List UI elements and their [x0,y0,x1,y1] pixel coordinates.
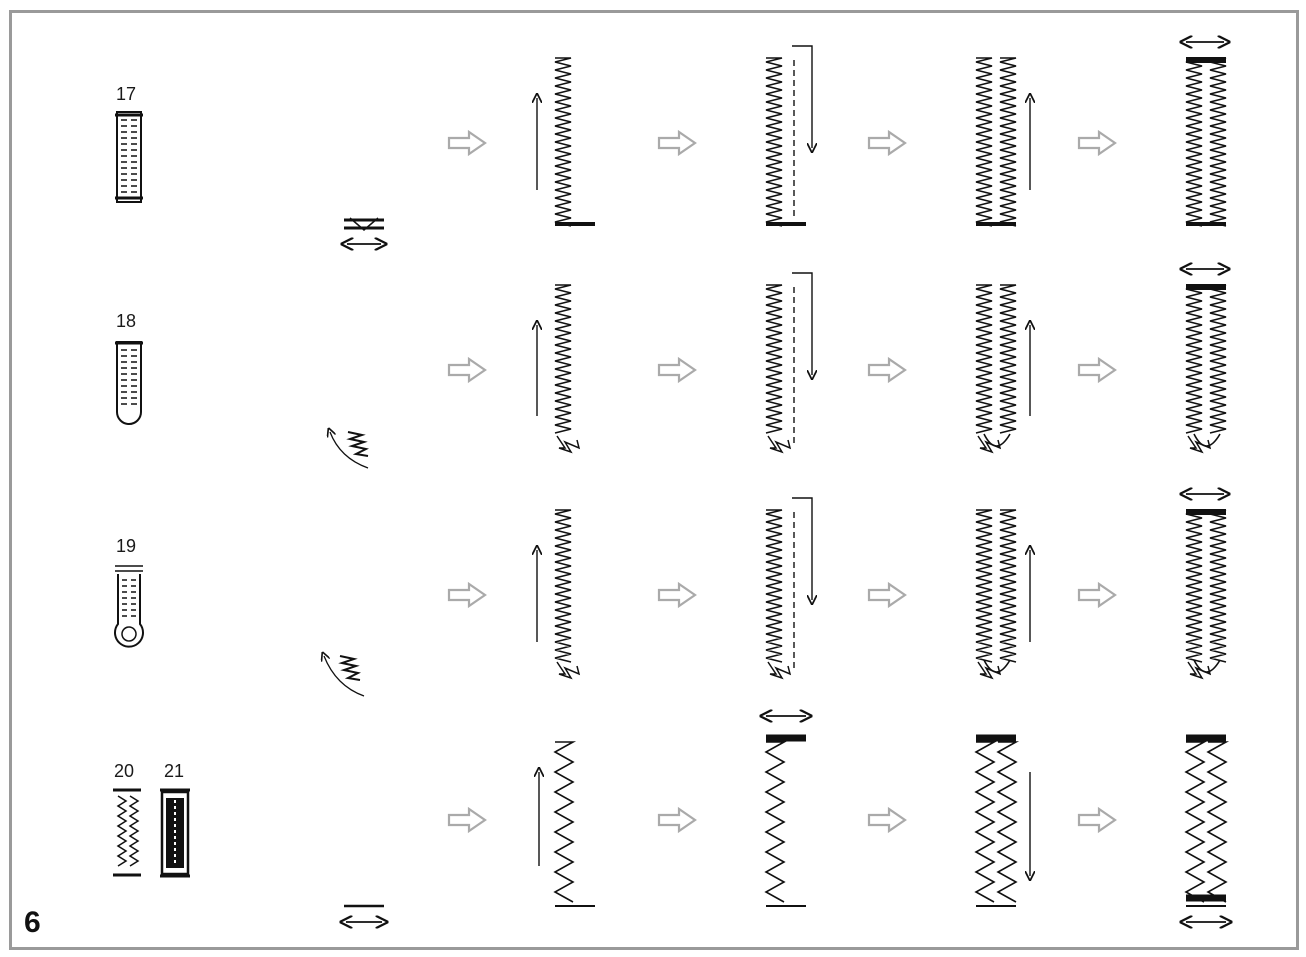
step-arrows [447,129,1117,834]
step-arrow-icon-row4-2 [657,806,697,834]
step-3-row-3 [765,497,812,680]
step-4-row-1 [975,57,1030,227]
start-indicator-row-2 [330,432,369,469]
step-5-row-4 [1186,734,1226,922]
step-5-row-1 [1186,42,1226,227]
step-2-row-2 [537,284,581,454]
step-2-row-4 [539,741,595,907]
step-5-row-2 [1186,269,1226,454]
step-3-row-1 [765,45,812,227]
pattern-number-21: 21 [164,761,184,781]
buttonhole-19-icon [114,565,144,648]
step-3-row-2 [765,272,812,454]
step-arrow-icon-row2-4 [1077,356,1117,384]
step-arrow-icon-row3-2 [657,581,697,609]
start-indicator-row-4 [344,904,384,922]
step-arrow-icon-row1-1 [447,129,487,157]
buttonhole-21-icon [160,788,190,878]
step-5-row-3 [1186,494,1226,680]
step-arrow-icon-row3-3 [867,581,907,609]
step-4-row-2 [975,284,1030,454]
figure-number: 6 [24,906,41,939]
step-4-row-3 [975,509,1030,680]
step-2-row-3 [537,509,581,680]
sequence-steps [537,42,1226,922]
step-arrow-icon-row4-4 [1077,806,1117,834]
step-arrow-icon-row1-3 [867,129,907,157]
figure-frame [9,10,1299,950]
step-arrow-icon-row4-1 [447,806,487,834]
step-arrow-icon-row2-1 [447,356,487,384]
pattern-number-18: 18 [116,311,136,331]
buttonhole-20-icon [113,788,141,877]
step-arrow-icon-row4-3 [867,806,907,834]
start-indicator-row-3 [324,656,365,697]
buttonhole-18-icon [115,341,143,425]
step-arrow-icon-row3-1 [447,581,487,609]
step-4-row-4 [974,734,1030,907]
pattern-number-19: 19 [116,536,136,556]
start-indicator-row-1 [344,217,384,244]
pattern-number-20: 20 [114,761,134,781]
step-arrow-icon-row2-2 [657,356,697,384]
step-arrow-icon-row2-3 [867,356,907,384]
step-2-row-1 [537,57,595,227]
pattern-number-17: 17 [116,84,136,104]
buttonhole-17-icon [115,111,143,203]
step-3-row-4 [766,716,806,907]
step-arrow-icon-row1-4 [1077,129,1117,157]
step-arrow-icon-row3-4 [1077,581,1117,609]
step-arrow-icon-row1-2 [657,129,697,157]
